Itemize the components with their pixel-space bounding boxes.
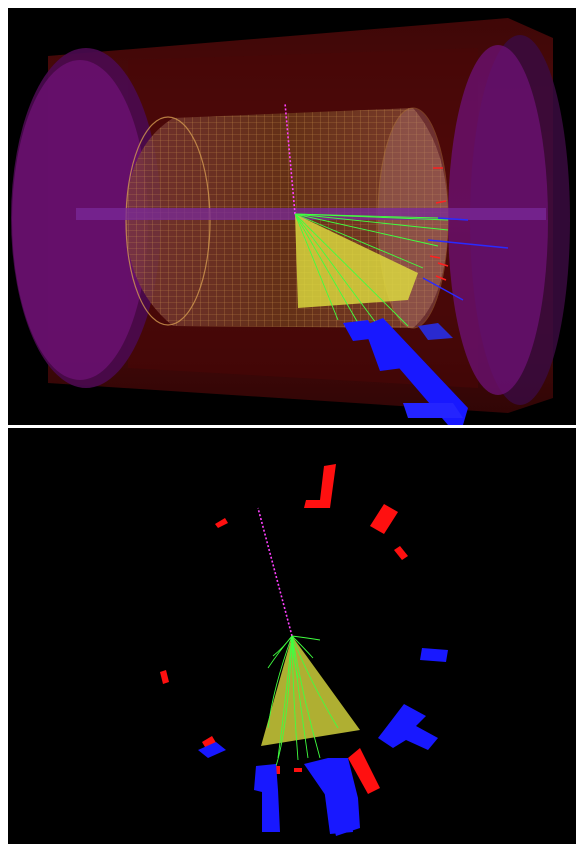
hcal-deposits	[198, 648, 448, 836]
hcal-tracks-right	[422, 217, 509, 301]
hcal-deposit-right-cluster	[378, 704, 438, 750]
ecal-deposits	[160, 464, 408, 794]
hcal-deposit-bottom-left	[254, 764, 280, 832]
ecal-deposit-bottom-mid	[294, 768, 302, 772]
event-display-3d-svg	[11, 18, 570, 425]
charged-tracks-xy	[267, 635, 339, 767]
muon-track	[284, 102, 296, 215]
ecal-deposit-left	[160, 670, 169, 684]
ecal-deposit-bottom-right	[348, 748, 380, 794]
hcal-deposit-small-3	[418, 323, 453, 340]
ecal-deposit-upper-right	[370, 504, 398, 534]
ecal-deposit-top	[304, 464, 336, 508]
ecal-hits-right	[429, 167, 449, 281]
jet-cone-xy	[261, 636, 360, 746]
hcal-deposit-small-1	[343, 320, 378, 341]
muon-track-xy	[257, 507, 293, 637]
charged-tracks	[294, 213, 449, 327]
hcal-deposit-left-small	[198, 742, 226, 758]
hcal-deposit-small-4	[403, 403, 463, 418]
tracker-left-end	[125, 116, 211, 326]
ecal-deposit-top-left	[215, 518, 228, 528]
event-display-transverse-view	[8, 428, 576, 844]
hcal-deposit-right	[420, 648, 448, 662]
ecal-deposit-right-small	[394, 546, 408, 560]
jet-cone	[295, 214, 418, 308]
event-display-3d-view	[8, 8, 576, 425]
event-display-xy-svg	[160, 464, 448, 836]
hcal-deposit-small-2	[368, 338, 403, 371]
hcal-deposit-bottom-center-2	[324, 784, 353, 834]
